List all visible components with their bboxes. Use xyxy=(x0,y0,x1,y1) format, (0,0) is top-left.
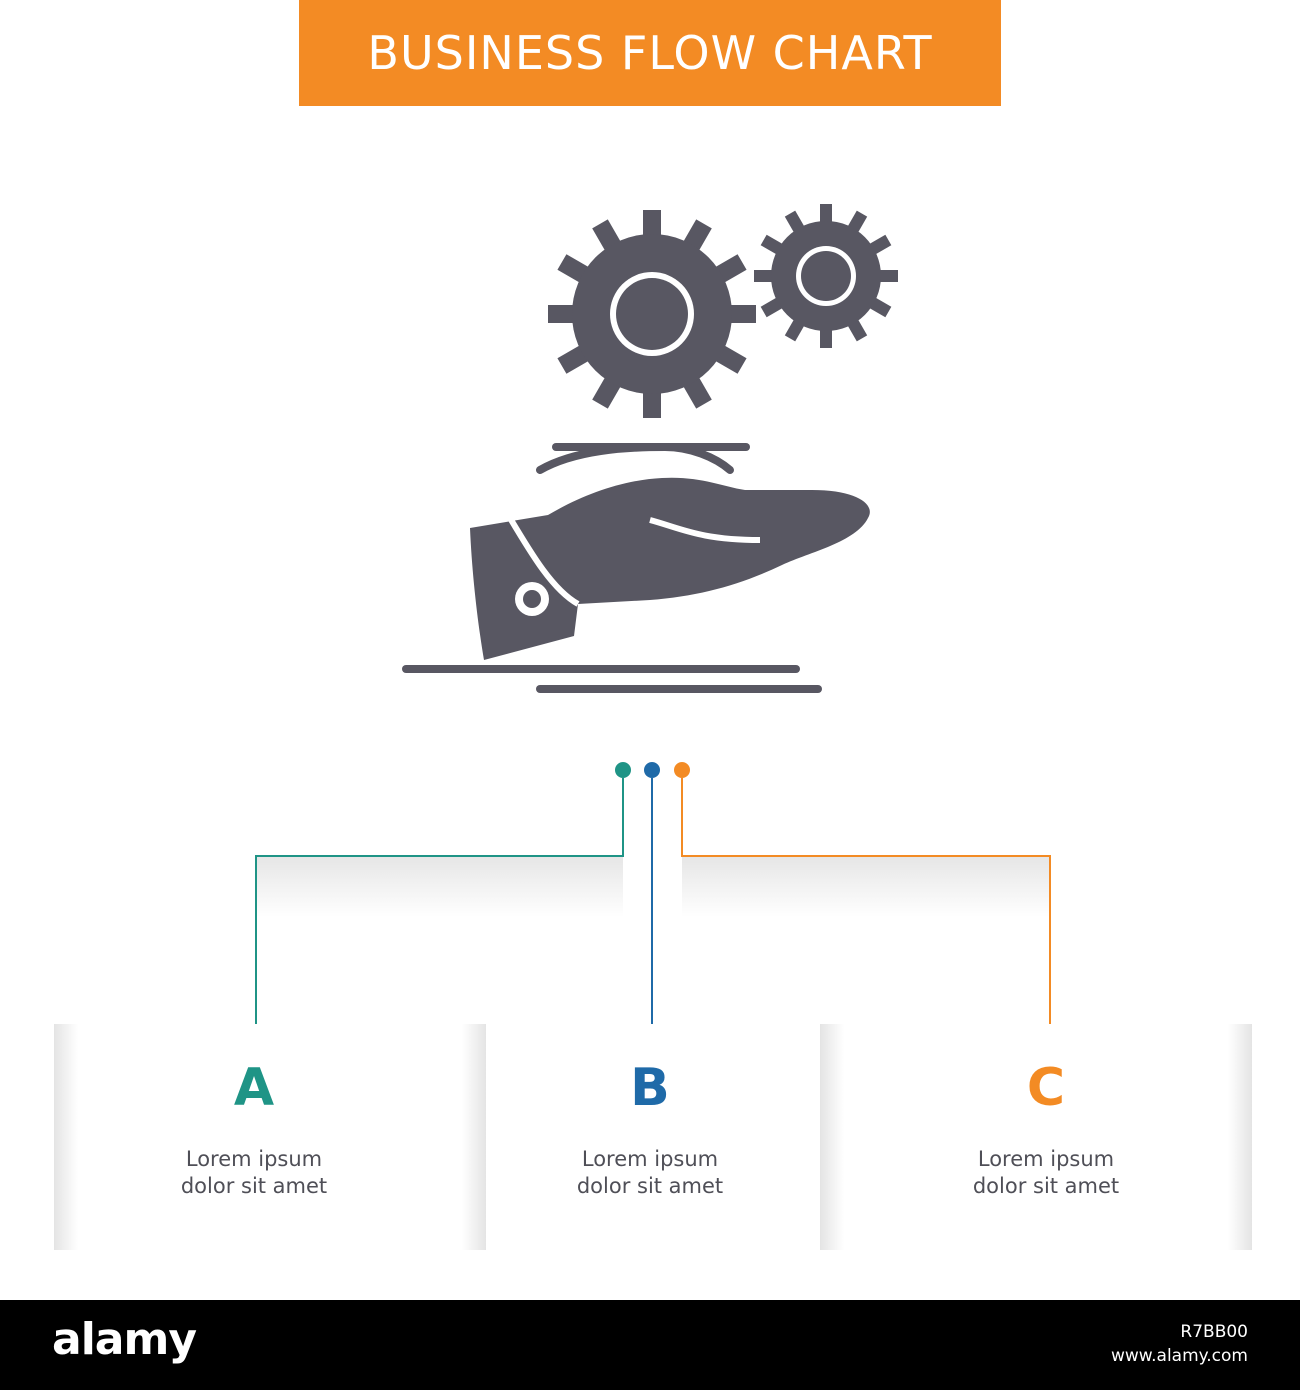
connector-line-a xyxy=(255,778,624,1036)
hand-with-gears-icon xyxy=(402,204,898,693)
step-text-a-line1: Lorem ipsum xyxy=(185,1147,323,1171)
large-gear-icon xyxy=(548,210,756,418)
step-text-b: Lorem ipsum dolor sit amet xyxy=(490,1146,810,1200)
step-letter-b: B xyxy=(630,1058,670,1118)
step-text-c: Lorem ipsum dolor sit amet xyxy=(886,1146,1206,1200)
brand-logo: alamy xyxy=(52,1314,197,1365)
stock-info: R7BB00 www.alamy.com xyxy=(1111,1320,1248,1368)
footer-bar: alamy R7BB00 www.alamy.com xyxy=(0,1300,1300,1390)
site-url: www.alamy.com xyxy=(1110,1346,1248,1366)
step-panel-b xyxy=(486,1024,820,1250)
connector-line-c xyxy=(681,778,1051,1036)
flow-diagram xyxy=(54,204,1252,1250)
image-id: R7BB00 xyxy=(1180,1322,1248,1342)
step-text-a-line2: dolor sit amet xyxy=(180,1174,328,1198)
connector-dot-c xyxy=(674,762,690,778)
step-letter-a: A xyxy=(233,1058,275,1118)
connector-dot-a xyxy=(615,762,631,778)
step-text-b-line1: Lorem ipsum xyxy=(581,1147,719,1171)
step-text-b-line2: dolor sit amet xyxy=(576,1174,724,1198)
title-banner: BUSINESS FLOW CHART xyxy=(299,0,1001,106)
step-text-c-line1: Lorem ipsum xyxy=(977,1147,1115,1171)
step-text-c-line2: dolor sit amet xyxy=(972,1174,1120,1198)
step-text-a: Lorem ipsum dolor sit amet xyxy=(94,1146,414,1200)
page-title: BUSINESS FLOW CHART xyxy=(367,26,933,80)
step-panel-a xyxy=(54,1024,486,1250)
step-letter-c: C xyxy=(1026,1058,1066,1118)
hand-icon xyxy=(402,442,870,693)
connector-dot-b xyxy=(644,762,660,778)
small-gear-icon xyxy=(754,204,898,348)
step-panel-c xyxy=(820,1024,1252,1250)
